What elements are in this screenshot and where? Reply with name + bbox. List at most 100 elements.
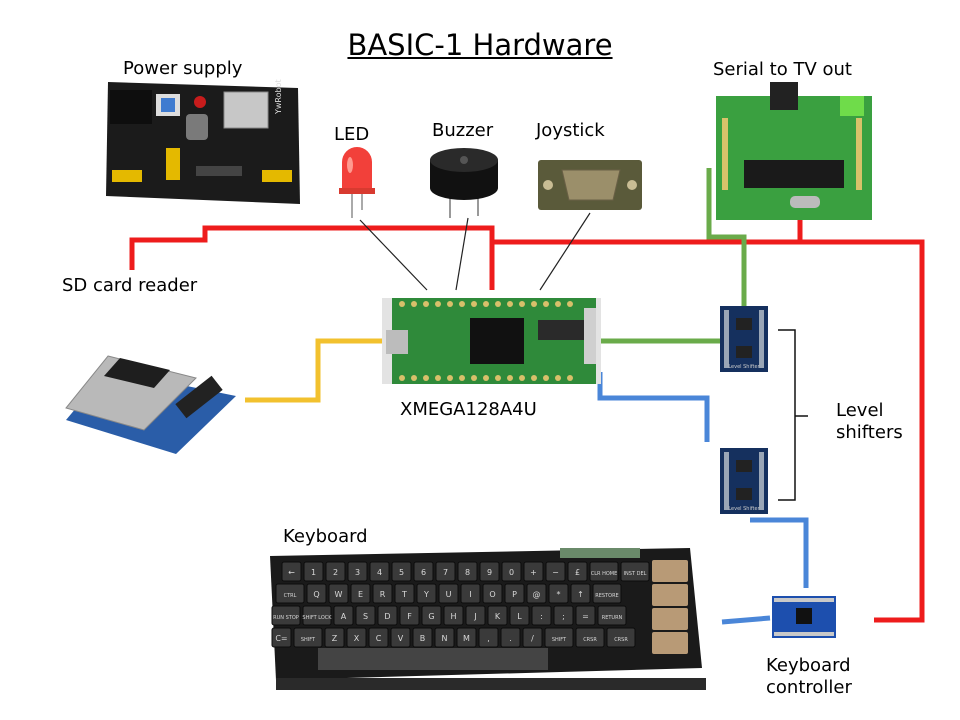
keyboard-key-label: X	[354, 634, 360, 643]
keyboard-key-label: K	[495, 612, 501, 621]
keyboard-key-label: 0	[509, 568, 514, 577]
keyboard-key	[478, 627, 499, 648]
keyboard-key	[434, 627, 455, 648]
label-level-shifters-line1: Level	[836, 400, 884, 421]
keyboard-key-label: E	[358, 590, 363, 599]
usb-port	[223, 91, 269, 129]
keyboard-key-label: J	[473, 612, 476, 621]
keyboard-key-label: 3	[355, 568, 360, 577]
keyboard-key	[482, 583, 503, 604]
keyboard-key	[523, 561, 544, 582]
keyboard-key	[372, 583, 393, 604]
keyboard-key	[544, 627, 574, 648]
keyboard-key	[281, 561, 302, 582]
keyboard-key-label: RESTORE	[595, 593, 618, 599]
keyboard-key	[548, 583, 569, 604]
keyboard-key	[545, 561, 566, 582]
power-supply-board: YwRobot	[106, 79, 300, 204]
joystick-lead	[539, 212, 591, 291]
xmega-board	[382, 298, 601, 384]
keyboard-key-label: *	[557, 590, 561, 599]
label-serial-tv: Serial to TV out	[713, 59, 852, 80]
keyboard-key-label: ↑	[577, 590, 584, 599]
function-keys	[652, 560, 688, 654]
keyboard-key-label: M	[463, 634, 470, 643]
keyboard-key	[509, 605, 530, 626]
keyboard-key-label: 7	[443, 568, 448, 577]
keyboard-key-label: P	[512, 590, 517, 599]
label-keyboard-controller: Keyboard controller	[766, 655, 852, 699]
keyboard-key	[412, 627, 433, 648]
keyboard-key-label: 6	[421, 568, 426, 577]
keyboard-key-label: £	[575, 568, 580, 577]
xmega-chip	[470, 318, 524, 364]
keyboard-key-label: C=	[275, 634, 287, 643]
keyboard-key	[606, 627, 636, 648]
keyboard-wire-c	[721, 615, 771, 625]
keyboard-key	[394, 583, 415, 604]
keyboard-key-label: N	[442, 634, 448, 643]
keyboard-key-label: CRSR	[583, 637, 597, 643]
keyboard-key-label: Y	[423, 590, 429, 599]
keyboard-key-label: :	[540, 612, 543, 621]
keyboard-key	[522, 627, 543, 648]
level-shifter-bracket	[778, 329, 808, 501]
label-power-supply: Power supply	[123, 58, 243, 79]
xmega-pins-bottom	[399, 375, 573, 381]
keyboard-key	[575, 605, 596, 626]
keyboard-key	[553, 605, 574, 626]
keyboard-key	[333, 605, 354, 626]
keyboard-key	[570, 583, 591, 604]
keyboard-controller-board	[772, 596, 836, 638]
keyboard-key	[302, 605, 332, 626]
keyboard-key-label: ;	[562, 612, 565, 621]
keyboard-key	[355, 605, 376, 626]
keyboard-key-label: CTRL	[284, 593, 297, 599]
keyboard-key-label: 4	[377, 568, 382, 577]
keyboard-key	[438, 583, 459, 604]
power-wire-right	[492, 239, 925, 623]
keyboard-key-label: S	[363, 612, 368, 621]
label-joystick: Joystick	[536, 120, 605, 141]
buzzer-lead	[455, 217, 469, 291]
svg-text:Level Shifter: Level Shifter	[728, 364, 760, 370]
keyboard-wire-b	[750, 517, 809, 588]
keyboard-key	[531, 605, 552, 626]
keyboard-key	[413, 561, 434, 582]
keyboard-key	[575, 627, 605, 648]
led-component	[339, 147, 375, 218]
keyboard-key	[504, 583, 525, 604]
keyboard-key-label: CRSR	[614, 637, 628, 643]
keyboard-key-label: ←	[288, 568, 295, 577]
keyboard-key	[328, 583, 349, 604]
keyboard-key-label: V	[398, 634, 404, 643]
keyboard-key-label: F	[407, 612, 412, 621]
keyboard-key-label: @	[533, 590, 541, 599]
keyboard-key-label: 5	[399, 568, 404, 577]
label-xmega: XMEGA128A4U	[400, 399, 537, 420]
svg-text:Level Shifter: Level Shifter	[728, 506, 760, 512]
keyboard-key-label: +	[530, 568, 537, 577]
power-wire-main	[129, 225, 495, 290]
keyboard-space-bar	[318, 648, 548, 670]
keyboard-key-label: 9	[487, 568, 492, 577]
power-led	[194, 96, 206, 108]
keyboard-key-label: −	[552, 568, 559, 577]
keyboard-key-label: SHIFT LOCK	[302, 615, 332, 621]
label-keyboard: Keyboard	[283, 526, 368, 547]
diagram-title: BASIC-1 Hardware	[347, 28, 613, 62]
keyboard-key	[456, 627, 477, 648]
keyboard-key-label: T	[401, 590, 407, 599]
keyboard-key-label: U	[446, 590, 452, 599]
keyboard-key	[567, 561, 588, 582]
serial-wire	[601, 168, 747, 344]
keyboard-key-label: O	[489, 590, 495, 599]
keyboard-key-label: G	[428, 612, 434, 621]
keyboard-key	[457, 561, 478, 582]
keyboard-key	[465, 605, 486, 626]
keyboard-key	[324, 627, 345, 648]
keyboard-key	[435, 561, 456, 582]
